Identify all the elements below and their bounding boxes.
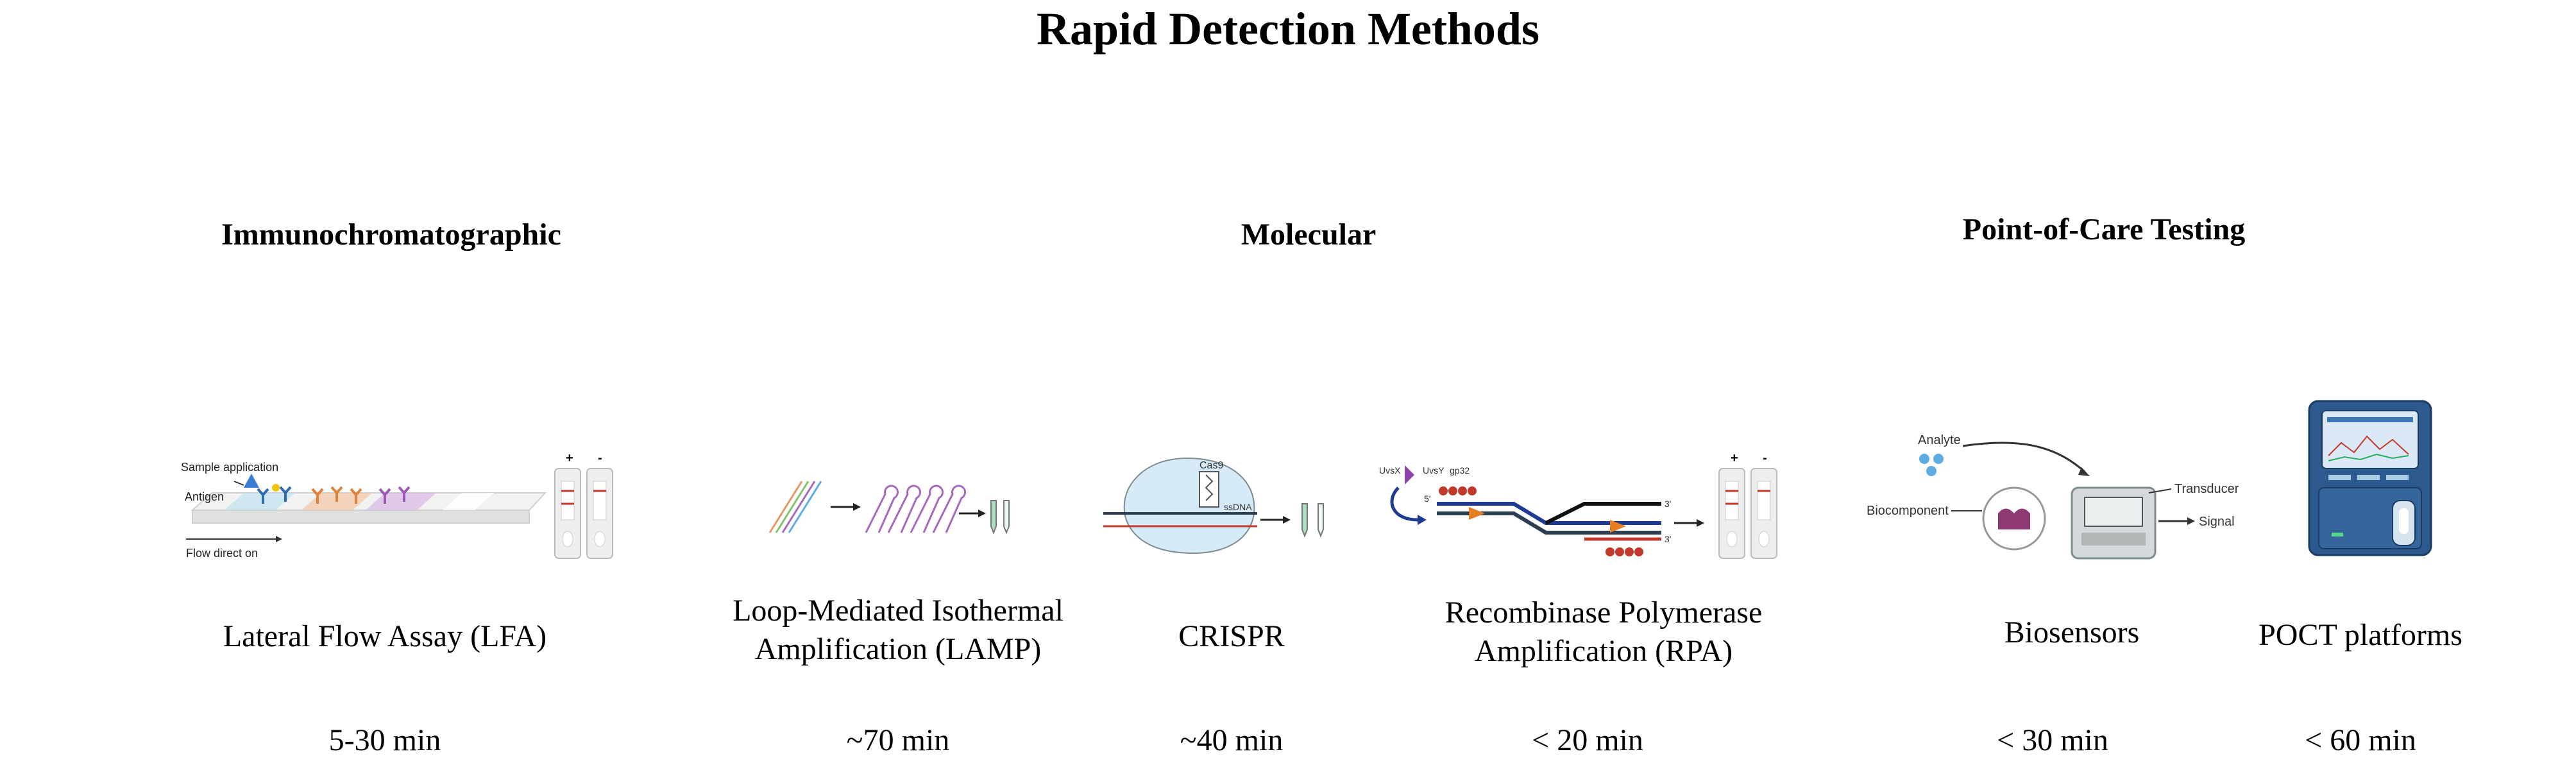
category-molecular: Molecular (1241, 218, 1377, 252)
biosensor-signal-label: Signal (2199, 515, 2235, 529)
rpa-plus: + (1731, 451, 1738, 465)
biosensor-illustration: Analyte Biocomponent Transducer Signal (1867, 433, 2239, 560)
lfa-antigen-label: Antigen (185, 490, 224, 503)
lamp-illustration (768, 481, 1010, 535)
poct-platform-illustration (2308, 400, 2432, 556)
lfa-illustration: Sample application Antigen Flow direct o… (181, 451, 613, 560)
time-biosensors: < 30 min (1997, 723, 2108, 757)
lfa-plus: + (566, 451, 573, 465)
time-lfa: 5-30 min (328, 723, 441, 757)
rpa-minus: - (1763, 451, 1767, 465)
lfa-minus: - (598, 451, 602, 465)
crispr-cas-label: Cas9 (1199, 460, 1223, 471)
rpa-uvsx: UvsX (1379, 465, 1401, 476)
rpa-gp32: gp32 (1450, 465, 1470, 476)
page-title: Rapid Detection Methods (1037, 3, 1539, 55)
category-immunochromatographic: Immunochromatographic (221, 218, 561, 252)
crispr-dna-label: ssDNA (1224, 502, 1252, 512)
time-rpa: < 20 min (1532, 723, 1643, 757)
method-name-biosensors: Biosensors (2004, 615, 2140, 649)
biosensor-analyte-label: Analyte (1918, 433, 1961, 447)
rpa-3prime-a: 3' (1665, 499, 1671, 509)
biosensor-biocomponent-label: Biocomponent (1867, 504, 1949, 518)
biosensor-transducer-label: Transducer (2174, 482, 2239, 496)
lfa-sample-label: Sample application (181, 461, 278, 474)
category-point-of-care-testing: Point-of-Care Testing (1962, 212, 2246, 246)
crispr-illustration: Cas9 ssDNA (1103, 458, 1324, 554)
rpa-3prime-b: 3' (1665, 534, 1671, 544)
method-name-poct-platforms: POCT platforms (2258, 618, 2462, 652)
rpa-uvsy: UvsY (1423, 465, 1445, 476)
time-lamp: ~70 min (846, 723, 950, 757)
method-name-lfa: Lateral Flow Assay (LFA) (223, 619, 547, 653)
method-name-rpa: Recombinase Polymerase Amplification (RP… (1445, 596, 1763, 668)
method-name-lamp: Loop-Mediated Isothermal Amplification (… (733, 594, 1063, 666)
rpa-5prime-a: 5' (1424, 493, 1430, 504)
time-poct-platforms: < 60 min (2305, 723, 2416, 757)
method-name-crispr: CRISPR (1178, 619, 1285, 653)
rpa-illustration: UvsX UvsY gp32 5' 3' 3' + - (1379, 451, 1777, 559)
time-crispr: ~40 min (1180, 723, 1284, 757)
lfa-flow-label: Flow direct on (186, 547, 258, 560)
